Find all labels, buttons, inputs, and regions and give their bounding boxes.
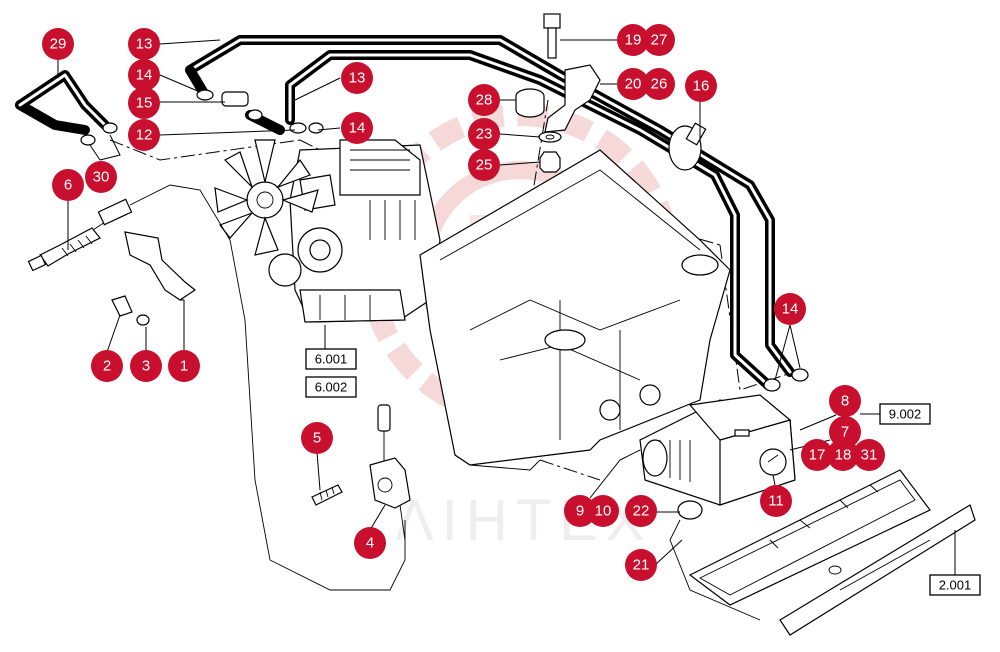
callout-13-lower[interactable]: 13 bbox=[341, 62, 373, 94]
control-cable bbox=[27, 184, 406, 591]
callout-12[interactable]: 12 bbox=[128, 119, 160, 151]
vent-panel bbox=[688, 469, 976, 636]
callout-28[interactable]: 28 bbox=[468, 84, 500, 116]
callout-21[interactable]: 21 bbox=[625, 549, 657, 581]
heater-unit bbox=[639, 394, 796, 621]
callout-14-mid-label: 14 bbox=[349, 120, 366, 137]
heater-hoses bbox=[185, 35, 795, 390]
callout-27[interactable]: 27 bbox=[643, 24, 675, 56]
callout-17[interactable]: 17 bbox=[801, 439, 833, 471]
callout-31[interactable]: 31 bbox=[853, 439, 885, 471]
callout-10[interactable]: 10 bbox=[587, 495, 619, 527]
callout-4-label: 4 bbox=[366, 535, 374, 552]
callout-22-label: 22 bbox=[633, 503, 650, 520]
callout-18-label: 18 bbox=[835, 447, 852, 464]
reference-9-002-label: 9.002 bbox=[889, 407, 922, 422]
callout-8-label: 8 bbox=[841, 393, 849, 410]
callout-21-label: 21 bbox=[633, 557, 650, 574]
reference-6-002-label: 6.002 bbox=[315, 380, 348, 395]
callout-26[interactable]: 26 bbox=[643, 68, 675, 100]
callout-14-left-label: 14 bbox=[136, 67, 153, 84]
mount-hardware bbox=[515, 13, 707, 173]
callout-15[interactable]: 15 bbox=[128, 87, 160, 119]
callout-29-label: 29 bbox=[50, 36, 67, 53]
callout-30[interactable]: 30 bbox=[85, 161, 117, 193]
reference-2-001-label: 2.001 bbox=[939, 578, 972, 593]
control-lever bbox=[311, 404, 411, 541]
callout-14-right[interactable]: 14 bbox=[774, 293, 806, 325]
callout-7[interactable]: 7 bbox=[829, 416, 861, 448]
callout-17-label: 17 bbox=[809, 447, 826, 464]
callout-31-label: 31 bbox=[861, 447, 878, 464]
callout-9-label: 9 bbox=[576, 503, 584, 520]
reference-6-001[interactable]: 6.001 bbox=[305, 348, 357, 370]
callout-5-label: 5 bbox=[313, 430, 321, 447]
callout-14-right-label: 14 bbox=[782, 301, 799, 318]
callout-13-upper[interactable]: 13 bbox=[128, 28, 160, 60]
callout-8[interactable]: 8 bbox=[829, 385, 861, 417]
callout-30-label: 30 bbox=[93, 169, 110, 186]
callout-22[interactable]: 22 bbox=[625, 495, 657, 527]
callout-25-label: 25 bbox=[476, 157, 493, 174]
callout-15-label: 15 bbox=[136, 95, 153, 112]
cab-frame bbox=[419, 149, 731, 471]
reference-6-001-label: 6.001 bbox=[315, 352, 348, 367]
callout-6[interactable]: 6 bbox=[52, 169, 84, 201]
callout-14-left[interactable]: 14 bbox=[128, 59, 160, 91]
callout-16[interactable]: 16 bbox=[685, 70, 717, 102]
hose-29 bbox=[15, 70, 110, 135]
callout-9[interactable]: 9 bbox=[564, 495, 596, 527]
callout-25[interactable]: 25 bbox=[468, 149, 500, 181]
callout-11[interactable]: 11 bbox=[760, 485, 792, 517]
callout-29[interactable]: 29 bbox=[42, 28, 74, 60]
callout-3-label: 3 bbox=[142, 358, 150, 375]
callout-7-label: 7 bbox=[841, 424, 849, 441]
callout-11-label: 11 bbox=[768, 493, 784, 510]
callout-27-label: 27 bbox=[651, 32, 668, 49]
callout-19[interactable]: 19 bbox=[617, 24, 649, 56]
callout-14-mid[interactable]: 14 bbox=[341, 112, 373, 144]
callout-19-label: 19 bbox=[625, 32, 642, 49]
callout-16-label: 16 bbox=[693, 78, 710, 95]
callout-18[interactable]: 18 bbox=[827, 439, 859, 471]
callout-5[interactable]: 5 bbox=[301, 422, 333, 454]
callout-13-upper-label: 13 bbox=[136, 36, 153, 53]
callout-4[interactable]: 4 bbox=[354, 527, 386, 559]
callout-23-label: 23 bbox=[476, 126, 493, 143]
callout-1-label: 1 bbox=[180, 358, 188, 375]
callout-12-label: 12 bbox=[136, 127, 153, 144]
reference-6-002[interactable]: 6.002 bbox=[305, 376, 357, 398]
callout-6-label: 6 bbox=[64, 177, 72, 194]
callout-13-lower-label: 13 bbox=[349, 70, 366, 87]
callout-20-label: 20 bbox=[625, 76, 642, 93]
callout-2[interactable]: 2 bbox=[91, 350, 123, 382]
callout-10-label: 10 bbox=[595, 503, 612, 520]
callout-3[interactable]: 3 bbox=[130, 350, 162, 382]
callout-23[interactable]: 23 bbox=[468, 118, 500, 150]
callout-2-label: 2 bbox=[103, 358, 111, 375]
callout-20[interactable]: 20 bbox=[617, 68, 649, 100]
engine bbox=[214, 139, 441, 323]
callout-28-label: 28 bbox=[476, 92, 493, 109]
reference-2-001[interactable]: 2.001 bbox=[929, 574, 981, 596]
reference-9-002[interactable]: 9.002 bbox=[879, 403, 931, 425]
callout-1[interactable]: 1 bbox=[168, 350, 200, 382]
callout-26-label: 26 bbox=[651, 76, 668, 93]
